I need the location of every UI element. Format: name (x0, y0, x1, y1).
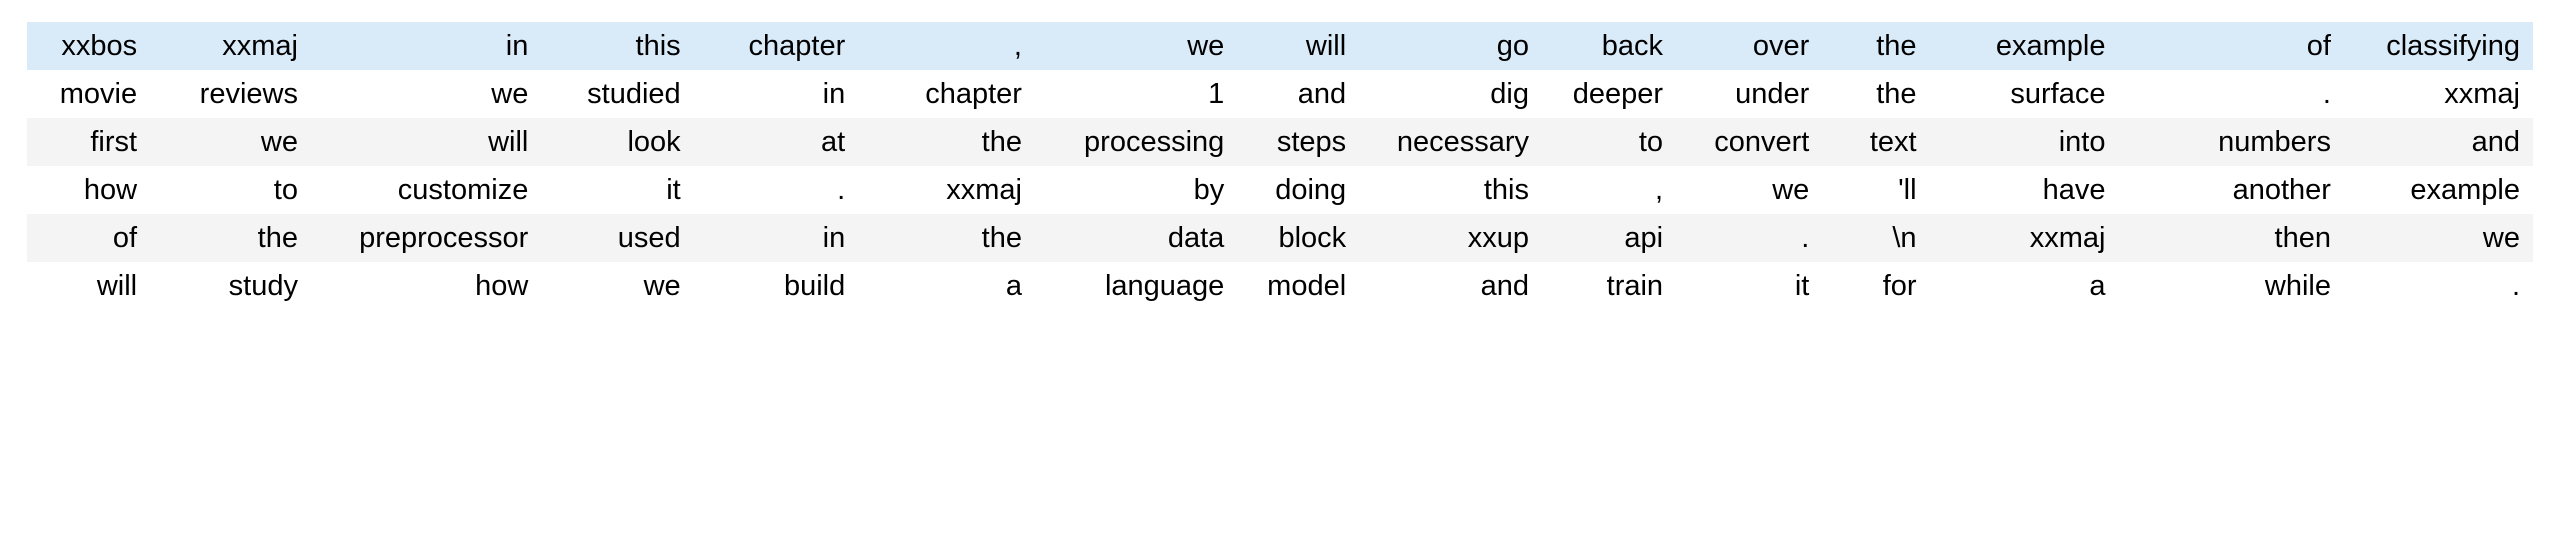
token-cell: xxup (1467, 222, 1529, 254)
token-cell: , (1655, 174, 1664, 206)
token-cell: and (2471, 126, 2520, 158)
token-cell: study (228, 270, 298, 302)
token-cell: xxmaj (946, 174, 1022, 206)
token-cell: classifying (2386, 30, 2520, 62)
token-cell: over (1752, 30, 1810, 62)
token-cell: a (2089, 270, 2106, 302)
token-cell: it (666, 174, 681, 206)
token-cell: by (1193, 174, 1225, 206)
token-cell: this (635, 30, 681, 62)
token-cell: example (1995, 30, 2106, 62)
token-cell: . (837, 174, 846, 206)
token-cell: another (2232, 174, 2331, 206)
token-cell: example (2410, 174, 2520, 206)
token-cell: , (1013, 30, 1022, 62)
token-cell: back (1601, 30, 1664, 62)
table-row: movie reviews we studied in chapter 1 and dig dee… (27, 70, 2533, 118)
token-cell: studied (587, 78, 681, 110)
token-cell: for (1882, 270, 1917, 302)
token-cell: block (1278, 222, 1347, 254)
token-cell: first (90, 126, 138, 158)
token-table-body: xxbos xxmaj in this chapter, we will go back over… (27, 22, 2533, 310)
token-cell: in (505, 30, 529, 62)
token-cell: numbers (2218, 126, 2331, 158)
token-table-container: xxbos xxmaj in this chapter, we will go back over… (27, 22, 2533, 310)
token-cell: the (981, 126, 1022, 158)
token-cell: we (1772, 174, 1810, 206)
token-cell: to (273, 174, 298, 206)
token-cell: into (2058, 126, 2106, 158)
token-cell: dig (1490, 78, 1529, 110)
token-cell: while (2264, 270, 2331, 302)
token-cell: customize (397, 174, 529, 206)
token-cell: xxmaj (222, 30, 298, 62)
token-cell: 'll (1898, 174, 1917, 206)
token-cell: reviews (199, 78, 298, 110)
token-cell: . (2322, 78, 2331, 110)
token-cell: steps (1276, 126, 1347, 158)
token-cell: xxmaj (2029, 222, 2106, 254)
token-cell: of (2306, 30, 2331, 62)
token-cell: model (1267, 270, 1347, 302)
token-cell: xxbos (61, 30, 138, 62)
token-cell: the (981, 222, 1022, 254)
token-cell: it (1794, 270, 1810, 302)
token-cell: the (1876, 30, 1917, 62)
table-row: will study how we build a language model and trai… (27, 262, 2533, 310)
token-cell: necessary (1396, 126, 1529, 158)
token-cell: deeper (1572, 78, 1664, 110)
table-row: first we will look at the processing steps neces… (27, 118, 2533, 166)
table-row: xxbos xxmaj in this chapter, we will go back over… (27, 22, 2533, 70)
token-cell: we (491, 78, 529, 110)
token-cell: will (1305, 30, 1347, 62)
token-cell: then (2274, 222, 2331, 254)
token-cell: we (1187, 30, 1225, 62)
token-cell: under (1735, 78, 1810, 110)
table-row: of the preprocessor used in the data block xxup a… (27, 214, 2533, 262)
token-cell: used (617, 222, 681, 254)
token-cell: a (1005, 270, 1022, 302)
token-cell: convert (1714, 126, 1810, 158)
token-cell: processing (1084, 126, 1225, 158)
token-cell: the (1876, 78, 1917, 110)
token-cell: preprocessor (359, 222, 529, 254)
token-cell: and (1480, 270, 1529, 302)
token-cell: go (1496, 30, 1529, 62)
token-cell: \n (1892, 222, 1917, 254)
token-cell: we (260, 126, 298, 158)
token-cell: we (643, 270, 681, 302)
token-cell: data (1167, 222, 1225, 254)
token-cell: . (2511, 270, 2520, 302)
token-cell: how (83, 174, 138, 206)
token-cell: 1 (1208, 78, 1225, 110)
token-cell: build (783, 270, 846, 302)
token-cell: look (627, 126, 681, 158)
table-row: how to customize it. xxmaj by doing this, we 'll h… (27, 166, 2533, 214)
token-cell: to (1638, 126, 1664, 158)
token-cell: xxmaj (2444, 78, 2520, 110)
token-cell: and (1297, 78, 1347, 110)
token-cell: train (1606, 270, 1664, 302)
token-cell: in (822, 222, 846, 254)
token-cell: of (112, 222, 138, 254)
token-cell: will (488, 126, 529, 158)
token-table: xxbos xxmaj in this chapter, we will go back over… (27, 22, 2533, 310)
token-cell: surface (2010, 78, 2106, 110)
token-cell: movie (59, 78, 138, 110)
token-cell: in (822, 78, 846, 110)
token-cell: . (1801, 222, 1810, 254)
token-cell: api (1624, 222, 1664, 254)
token-cell: how (475, 270, 529, 302)
token-cell: language (1104, 270, 1225, 302)
token-cell: text (1869, 126, 1917, 158)
token-cell: chapter (748, 30, 846, 62)
token-cell: at (821, 126, 846, 158)
token-cell: doing (1275, 174, 1347, 206)
token-cell: this (1483, 174, 1529, 206)
token-cell: will (96, 270, 138, 302)
token-cell: the (257, 222, 298, 254)
token-cell: we (2482, 222, 2520, 254)
token-cell: chapter (925, 78, 1022, 110)
token-cell: have (2042, 174, 2106, 206)
